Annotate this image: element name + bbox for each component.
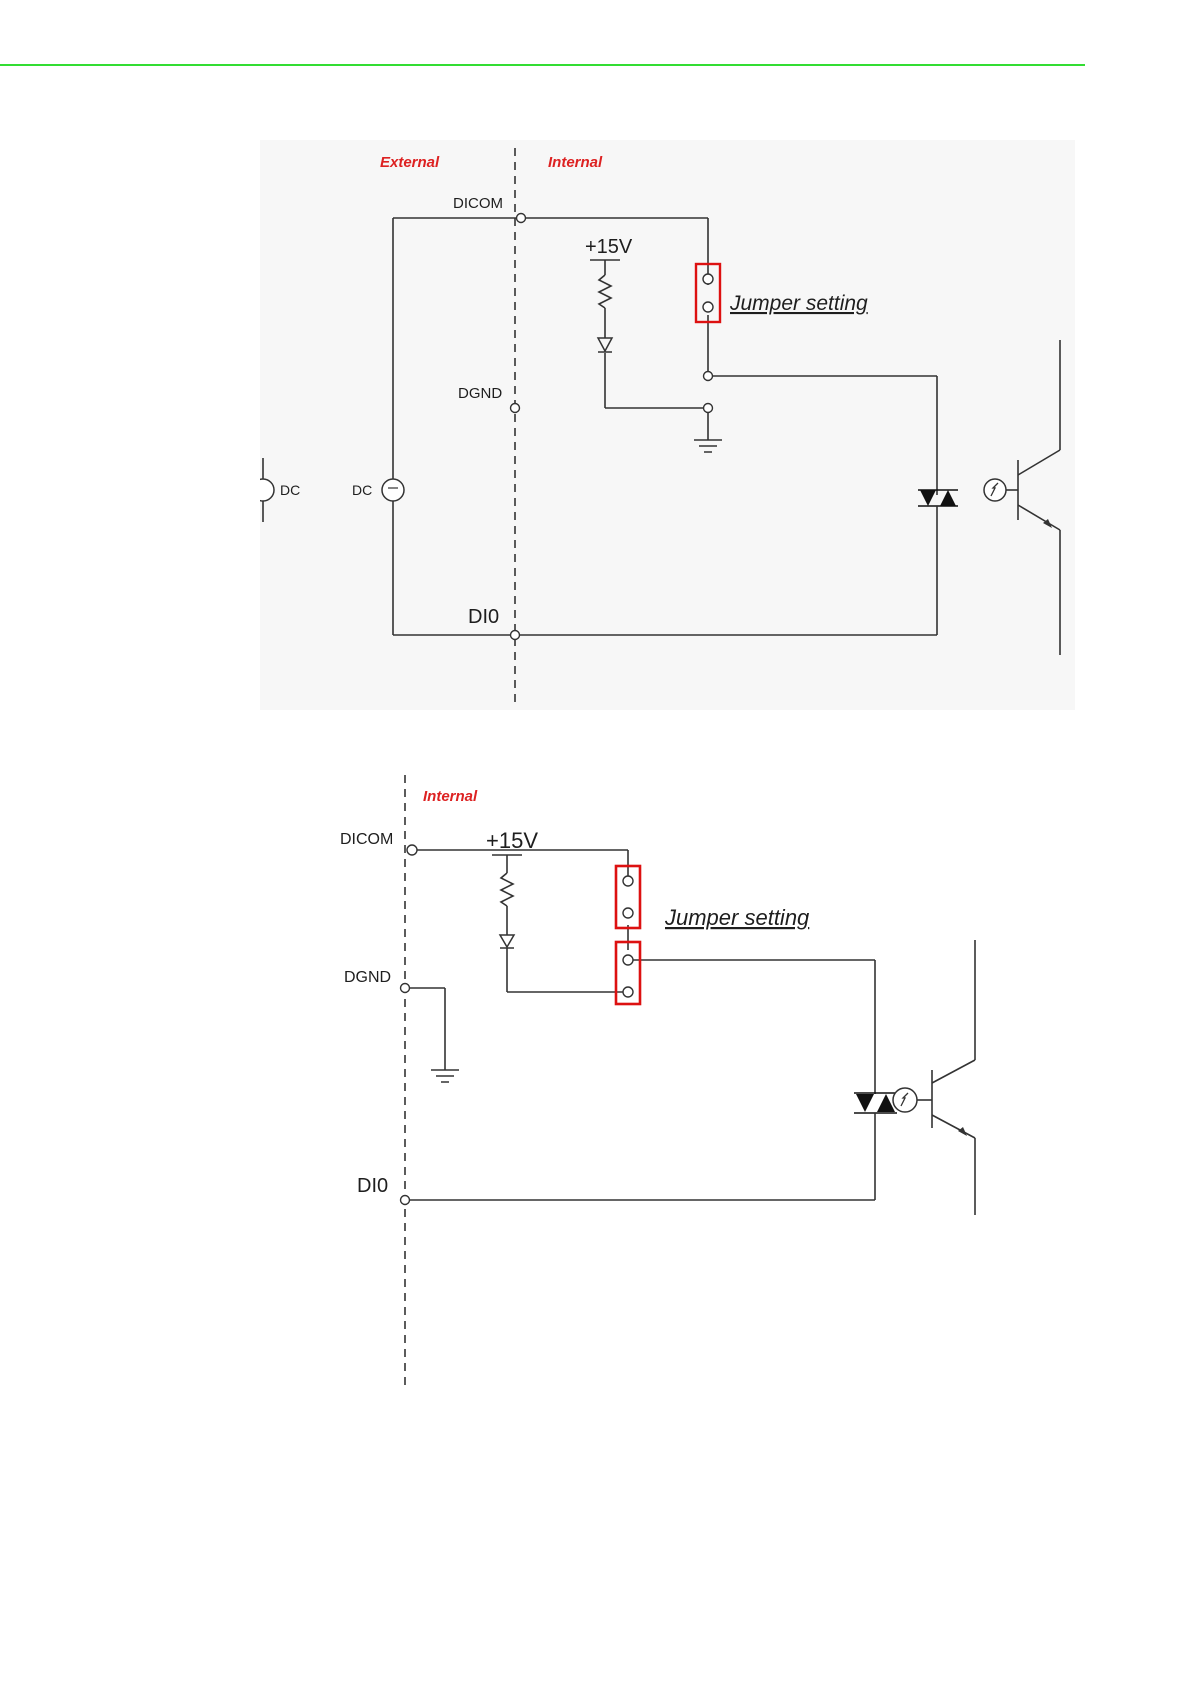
opto-collector [1018,450,1060,475]
jumper-setting-label: Jumper setting [664,905,810,930]
pin-di0-label: DI0 [468,606,499,628]
supply-label: +15V [486,828,538,853]
diode-symbol [598,338,612,351]
dc-label-left: DC [280,482,300,498]
dc-source-icon-right [382,479,404,501]
terminal-dgnd [401,984,410,993]
jumper-pin-4 [623,987,633,997]
pin-di0-label: DI0 [357,1175,388,1197]
terminal-dicom [407,845,417,855]
jumper-pin-1 [623,876,633,886]
jumper-pin-1 [703,274,713,284]
wiring-diagram-external-dc: External Internal DICOM DGND DI0 +15V Ju… [260,140,1075,710]
wiring-diagram-internal-supply: Internal DICOM DGND DI0 +15V Jumper sett… [320,770,1080,1390]
opto-collector [932,1060,975,1083]
triac-symbol [856,1094,895,1112]
pin-dicom-label: DICOM [453,195,503,212]
zone-external-label: External [380,154,440,171]
jumper-pin-3 [623,955,633,965]
ground-symbol [694,440,722,452]
ground-symbol [431,1070,459,1082]
terminal-di0 [511,631,520,640]
pin-dicom-label: DICOM [340,831,393,848]
supply-label: +15V [585,236,633,258]
jumper-setting-label: Jumper setting [729,292,868,315]
terminal-dgnd [511,404,520,413]
header-rule [0,64,1085,66]
photo-detector-icon [893,1088,917,1112]
opto-emitter [1018,505,1060,530]
dc-label-right: DC [352,482,372,498]
jumper-pin-2 [623,908,633,918]
resistor [501,873,513,906]
pin-dgnd-label: DGND [458,385,502,402]
zone-internal-label: Internal [548,154,603,171]
triac-symbol [920,490,956,506]
zone-internal-label: Internal [423,788,478,805]
opto-emitter [932,1115,975,1138]
jumper-pin-2 [703,302,713,312]
dc-source-icon-left [260,479,274,501]
photo-detector-icon [984,479,1006,501]
pin-dgnd-label: DGND [344,969,391,986]
resistor [599,275,611,308]
node-triac [704,372,713,381]
terminal-dicom [517,214,526,223]
diode-symbol [500,935,514,947]
terminal-di0 [401,1196,410,1205]
node-gnd [704,404,713,413]
